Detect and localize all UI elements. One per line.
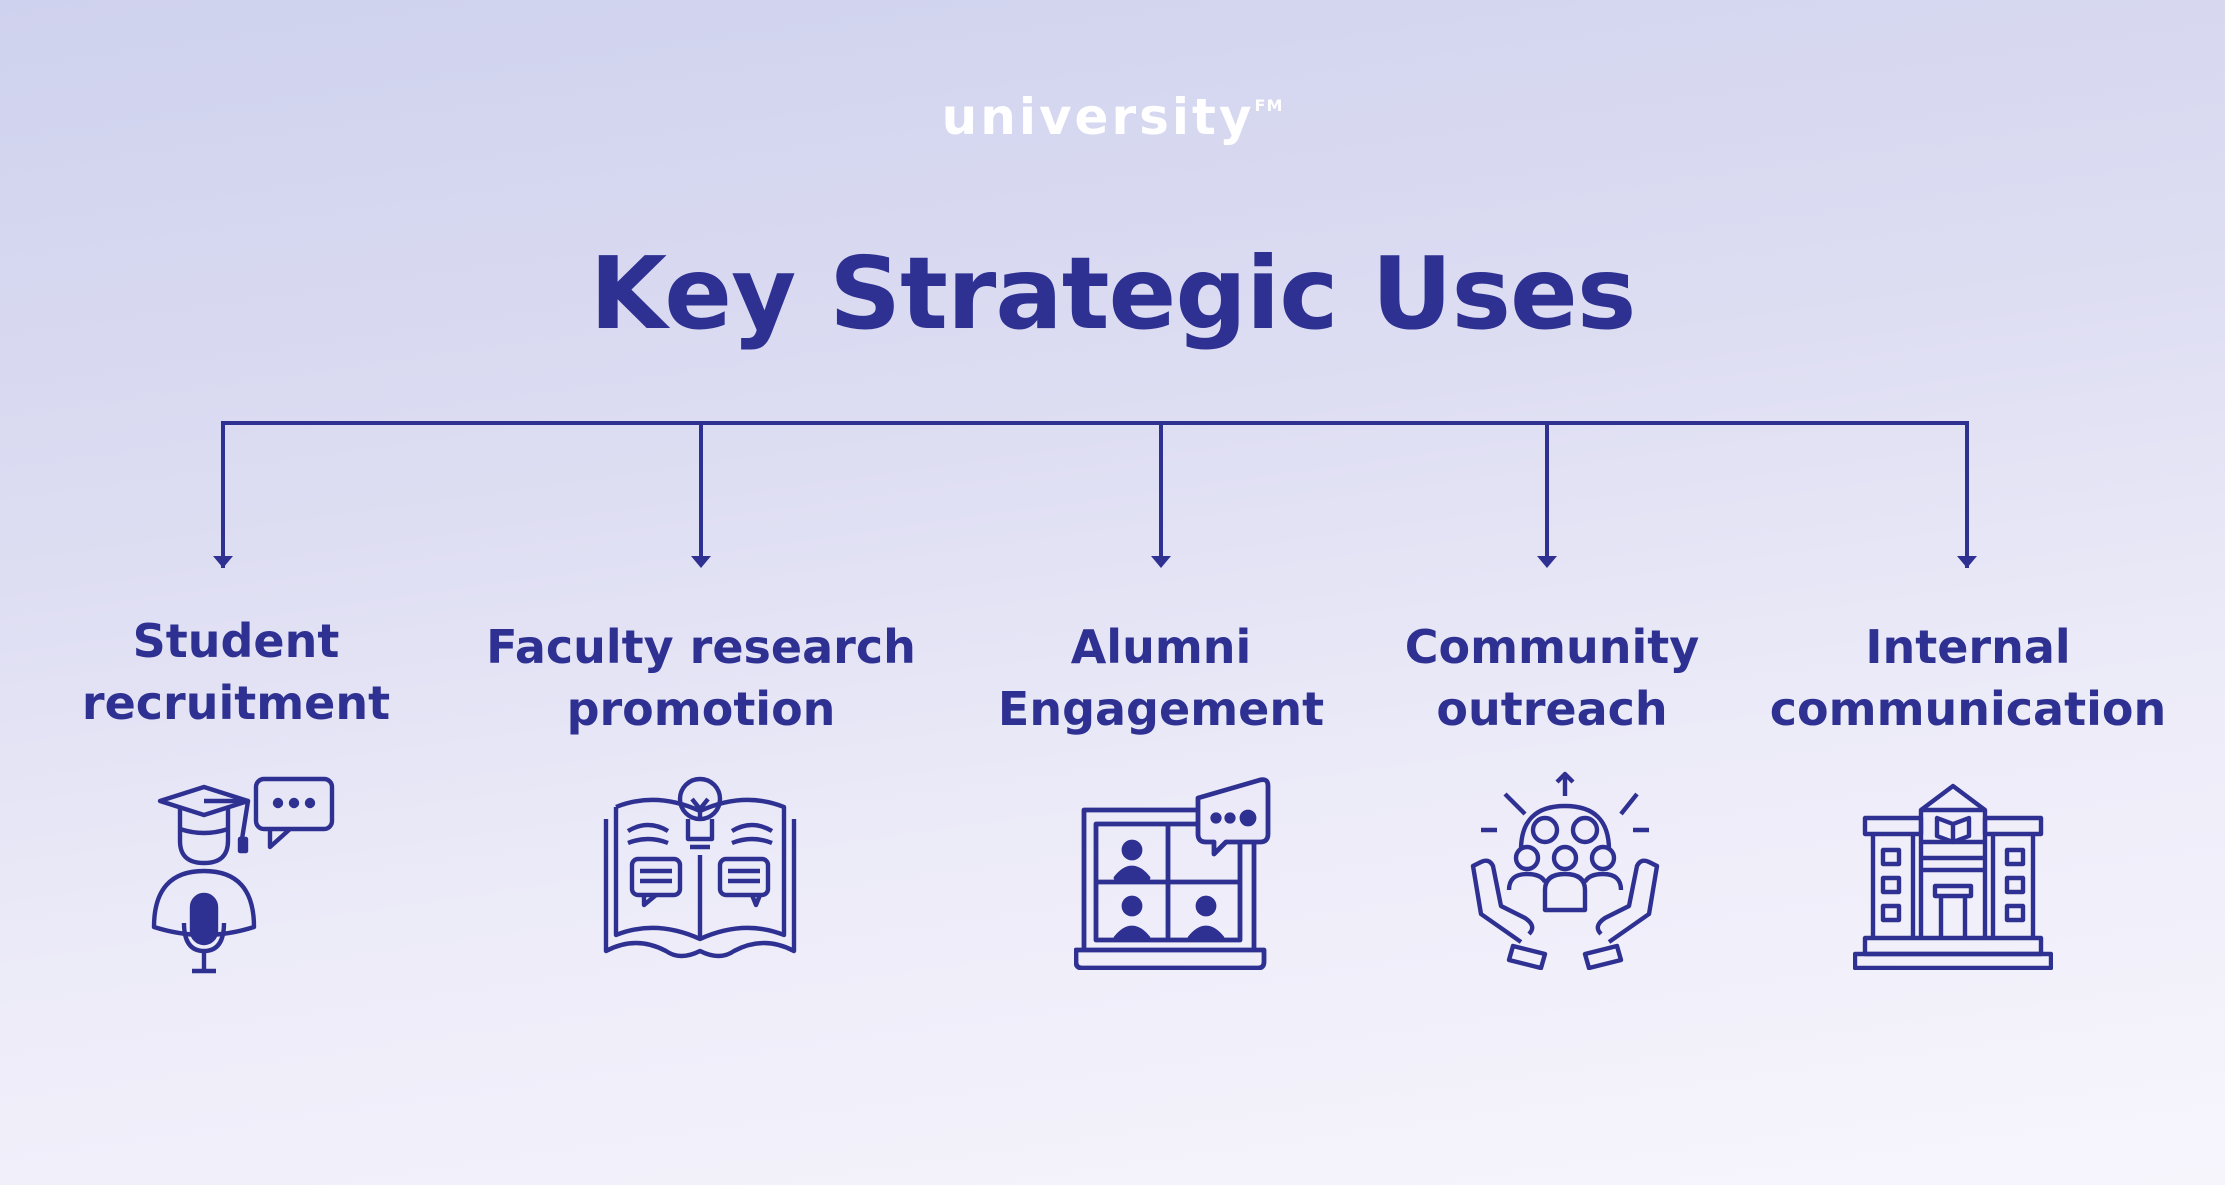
university-building-icon xyxy=(1852,770,2054,971)
logo-text: university xyxy=(941,88,1255,146)
laptop-video-call-icon xyxy=(1073,770,1274,971)
book-lightbulb-icon xyxy=(600,775,800,975)
community-hands-icon xyxy=(1465,770,1665,971)
logo-suffix: FM xyxy=(1254,96,1284,115)
arrow-head xyxy=(213,556,233,568)
arrow-head xyxy=(691,556,711,568)
arrow-head xyxy=(1957,556,1977,568)
logo: universityFM xyxy=(0,88,2225,146)
connector-bar xyxy=(221,421,1969,568)
arrow-head xyxy=(1151,556,1171,568)
arrow-head xyxy=(1537,556,1557,568)
student-podcast-icon xyxy=(150,775,350,975)
page-title: Key Strategic Uses xyxy=(589,235,1637,352)
